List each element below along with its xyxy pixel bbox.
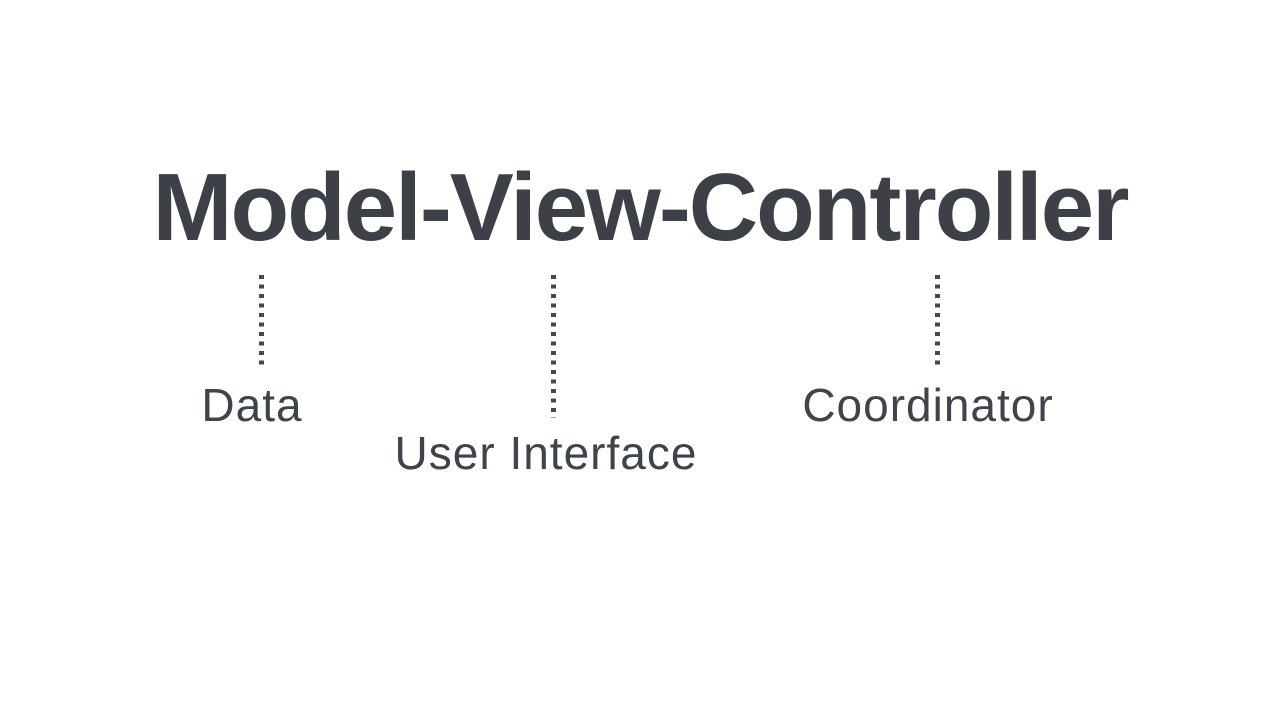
page-title: Model-View-Controller [152, 154, 1130, 261]
dotted-connector-line-view [551, 275, 556, 418]
dotted-connector-line-model [259, 275, 264, 369]
dotted-connector-line-controller [935, 275, 940, 369]
annotation-label-view: User Interface [394, 427, 698, 479]
annotation-label-controller: Coordinator [802, 379, 1054, 431]
annotation-label-model: Data [201, 379, 303, 431]
